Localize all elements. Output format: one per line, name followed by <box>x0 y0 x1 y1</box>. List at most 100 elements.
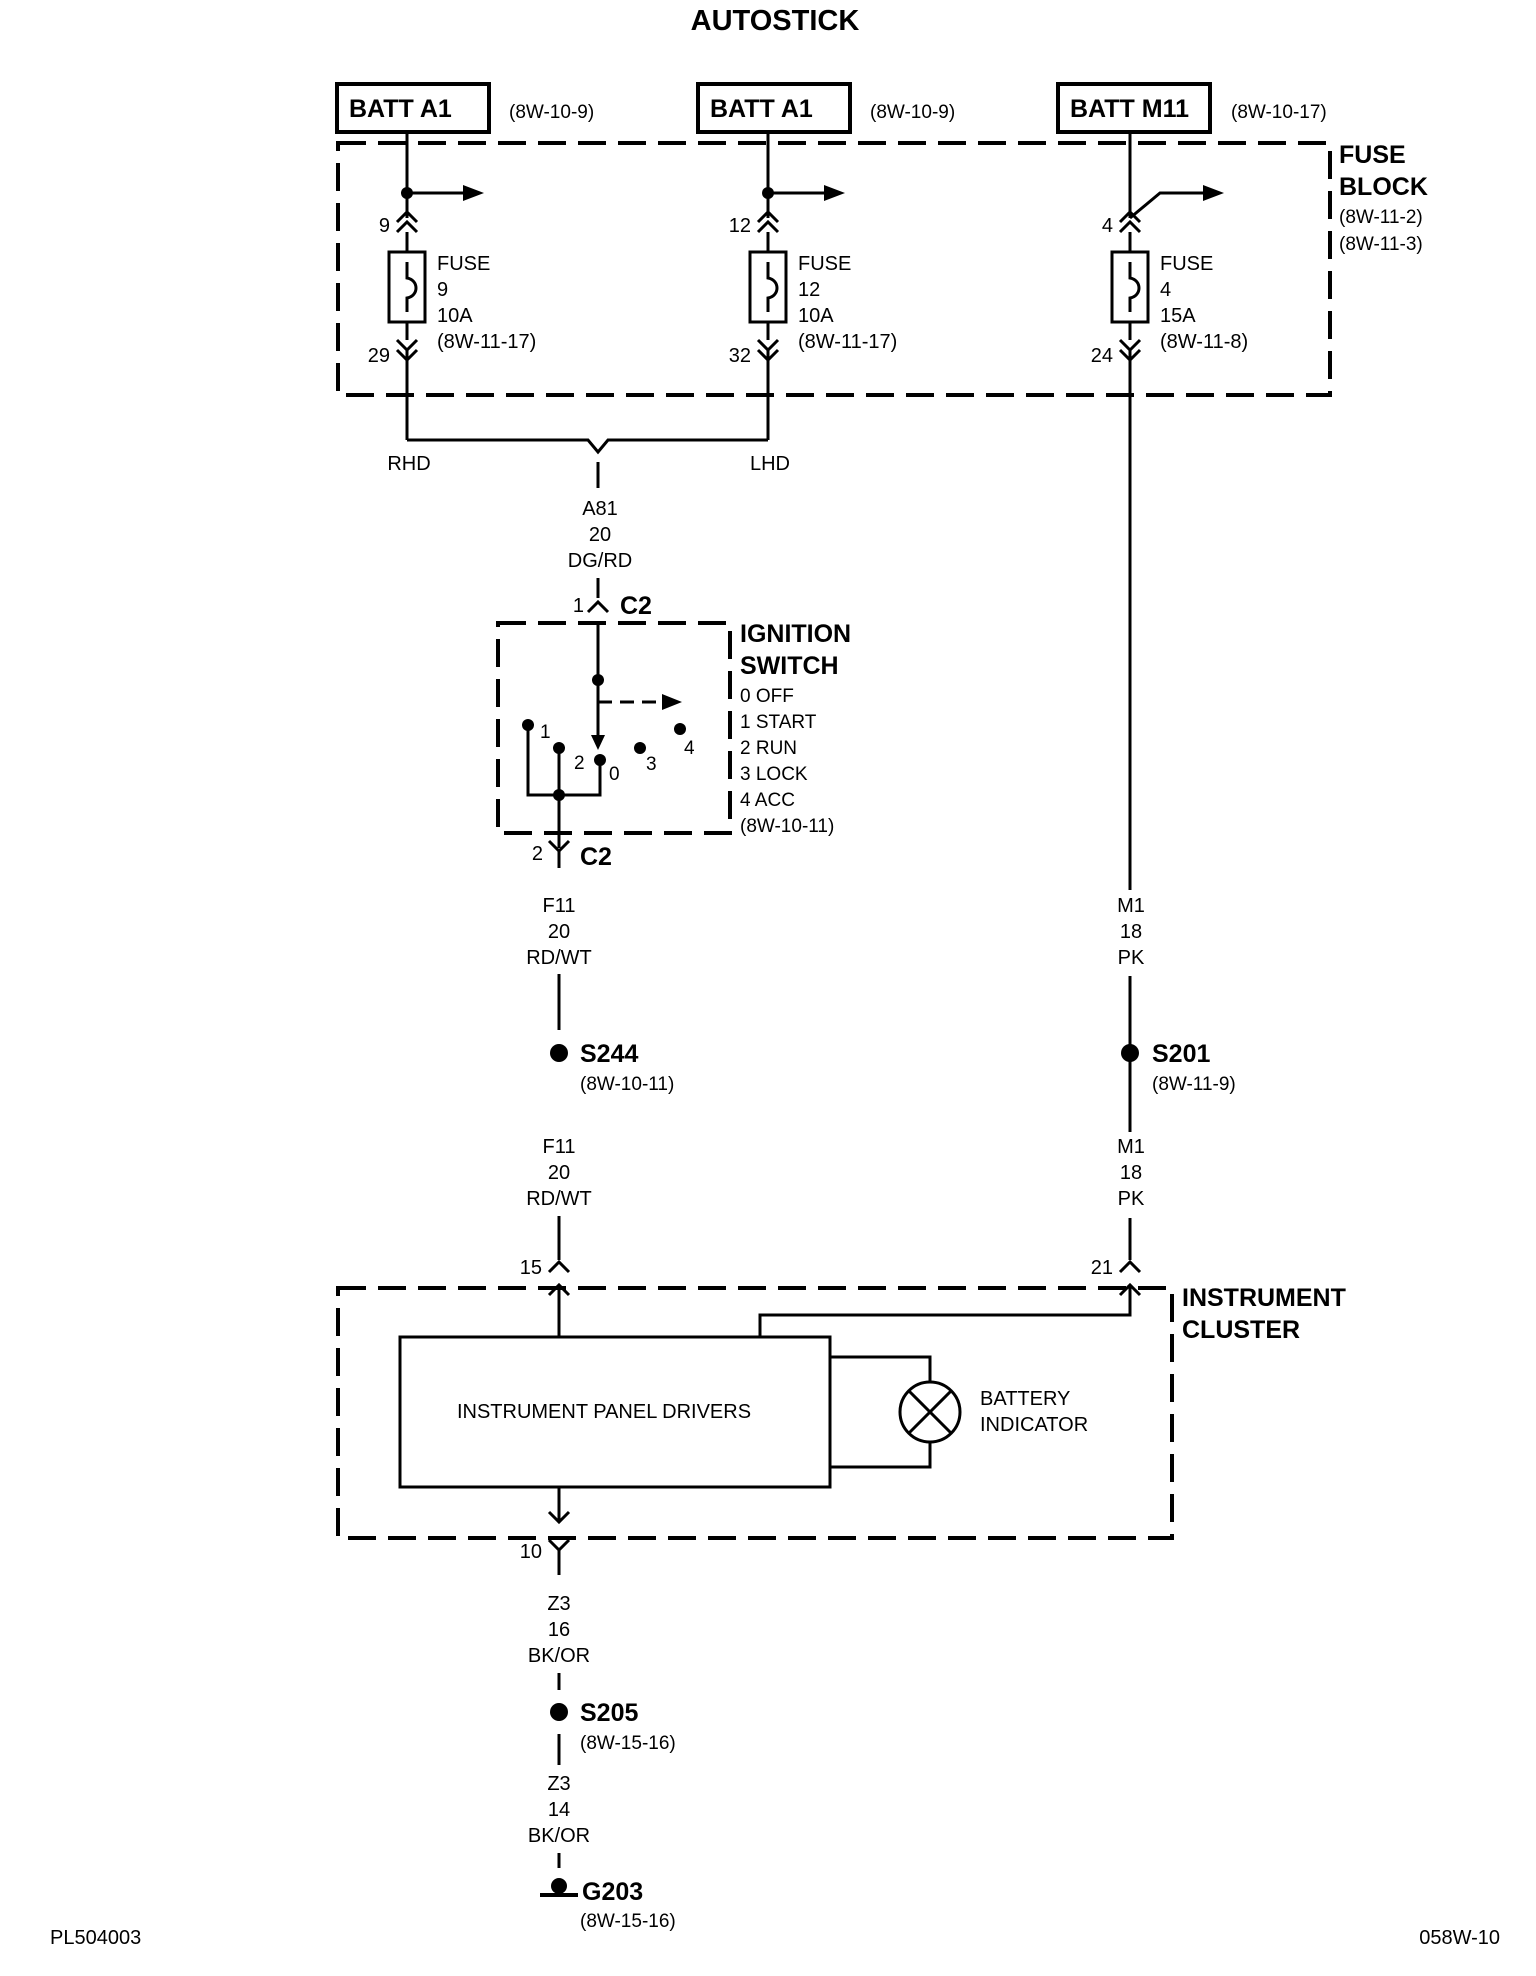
fuse-amps: 10A <box>437 305 473 327</box>
splice-dot <box>550 1703 568 1721</box>
wire-code: M1 <box>1117 895 1145 917</box>
connector-name: C2 <box>580 843 612 871</box>
contact-label: 1 <box>540 722 551 743</box>
fuse-pin-out: 32 <box>729 345 751 367</box>
fuse-ref: (8W-11-17) <box>798 331 897 353</box>
switch-position: 0 OFF <box>740 686 794 707</box>
rhd-lhd-bracket: RHD LHD <box>387 438 790 488</box>
fuse-block-outline <box>336 141 1332 397</box>
source-batt-m11: BATT M11 (8W-10-17) <box>1056 82 1327 134</box>
wire-gauge: 18 <box>1120 1162 1142 1184</box>
fuse-pin-in: 12 <box>729 215 751 237</box>
source-batt-a1-left: BATT A1 (8W-10-9) <box>335 82 594 134</box>
switch-position: 3 LOCK <box>740 764 808 785</box>
source-label: BATT A1 <box>710 95 813 123</box>
wire-color: PK <box>1118 947 1145 969</box>
wire-code: M1 <box>1117 1136 1145 1158</box>
wire-gauge: 20 <box>589 524 611 546</box>
fuse-number: 12 <box>798 279 820 301</box>
fuse-block-title: BLOCK <box>1339 173 1428 201</box>
splice-ref: (8W-15-16) <box>580 1733 676 1754</box>
fuse-label: FUSE <box>437 253 490 275</box>
diagram-title: AUTOSTICK <box>691 5 860 37</box>
wire-m1: M1 18 PK S201 (8W-11-9) M1 18 PK <box>1112 890 1236 1218</box>
splice-dot <box>1121 1044 1139 1062</box>
wire-gauge: 16 <box>548 1619 570 1641</box>
fuse-block-ref: (8W-11-2) <box>1339 207 1423 228</box>
cluster-pin: 15 <box>520 1257 542 1279</box>
instrument-cluster: 15 21 INSTRUMENT CLUSTER INSTRUMENT PANE… <box>336 1257 1346 1575</box>
contact-label: 4 <box>684 738 695 759</box>
footer-left: PL504003 <box>50 1927 141 1949</box>
ignition-switch-ref: (8W-10-11) <box>740 816 834 837</box>
source-ref: (8W-10-17) <box>1231 102 1327 123</box>
switch-position: 2 RUN <box>740 738 797 759</box>
wire-color: BK/OR <box>528 1825 590 1847</box>
fuse-ref: (8W-11-8) <box>1160 331 1248 353</box>
contact-label: 0 <box>609 764 620 785</box>
wire-code: Z3 <box>547 1593 570 1615</box>
wire-a81: A81 20 DG/RD 1 C2 <box>568 498 652 620</box>
drivers-label: INSTRUMENT PANEL DRIVERS <box>457 1401 751 1423</box>
rhd-label: RHD <box>387 453 430 475</box>
battery-indicator-label: INDICATOR <box>980 1414 1088 1436</box>
wire-color: RD/WT <box>526 1188 592 1210</box>
wire-color: DG/RD <box>568 550 632 572</box>
cluster-pin: 10 <box>520 1541 542 1563</box>
wire-f11: F11 20 RD/WT S244 (8W-10-11) F11 20 RD/W… <box>526 895 674 1260</box>
fuse-pin-in: 4 <box>1102 215 1113 237</box>
lhd-label: LHD <box>750 453 790 475</box>
fuse-9: 9 29 FUSE 9 10A (8W-11-17) <box>368 132 536 440</box>
wire-code: F11 <box>543 1136 576 1158</box>
connector-name: C2 <box>620 592 652 620</box>
wire-color: RD/WT <box>526 947 592 969</box>
wire-gauge: 20 <box>548 921 570 943</box>
ground-name: G203 <box>582 1878 643 1906</box>
battery-indicator-lamp-icon <box>898 1380 962 1444</box>
fuse-pin-in: 9 <box>379 215 390 237</box>
fuse-block-ref: (8W-11-3) <box>1339 234 1423 255</box>
wire-gauge: 18 <box>1120 921 1142 943</box>
instrument-panel-drivers <box>398 1335 832 1489</box>
wire-color: BK/OR <box>528 1645 590 1667</box>
source-ref: (8W-10-9) <box>509 102 594 123</box>
source-ref: (8W-10-9) <box>870 102 955 123</box>
fuse-label: FUSE <box>1160 253 1213 275</box>
splice-dot <box>550 1044 568 1062</box>
fuse-4: 4 24 FUSE 4 15A (8W-11-8) <box>1091 132 1248 1260</box>
instrument-cluster-outline <box>336 1286 1174 1540</box>
switch-position: 4 ACC <box>740 790 795 811</box>
source-batt-a1-right: BATT A1 (8W-10-9) <box>696 82 955 134</box>
fuse-label: FUSE <box>798 253 851 275</box>
fuse-ref: (8W-11-17) <box>437 331 536 353</box>
wire-gauge: 20 <box>548 1162 570 1184</box>
ground-g203: G203 (8W-15-16) <box>540 1878 676 1932</box>
source-label: BATT A1 <box>349 95 452 123</box>
splice-name: S205 <box>580 1699 638 1727</box>
wire-code: F11 <box>543 895 576 917</box>
wire-gauge: 14 <box>548 1799 570 1821</box>
ignition-switch-title: IGNITION <box>740 620 851 648</box>
splice-name: S201 <box>1152 1040 1210 1068</box>
instrument-cluster-title: CLUSTER <box>1182 1316 1300 1344</box>
instrument-cluster-title: INSTRUMENT <box>1182 1284 1346 1312</box>
contact-label: 2 <box>574 753 585 774</box>
battery-indicator-label: BATTERY <box>980 1388 1070 1410</box>
connector-pin: 2 <box>532 843 543 865</box>
source-label: BATT M11 <box>1070 95 1189 123</box>
fuse-amps: 10A <box>798 305 834 327</box>
fuse-number: 9 <box>437 279 448 301</box>
connector-pin: 1 <box>573 595 584 617</box>
cluster-pin: 21 <box>1091 1257 1113 1279</box>
footer-right: 058W-10 <box>1419 1927 1500 1949</box>
ground-ref: (8W-15-16) <box>580 1911 676 1932</box>
fuse-amps: 15A <box>1160 305 1196 327</box>
fuse-number: 4 <box>1160 279 1171 301</box>
fuse-12: 12 32 FUSE 12 10A (8W-11-17) <box>729 132 897 440</box>
ignition-switch-title: SWITCH <box>740 652 839 680</box>
contact-label: 3 <box>646 754 657 775</box>
wire-code: A81 <box>582 498 618 520</box>
fuse-pin-out: 29 <box>368 345 390 367</box>
switch-position: 1 START <box>740 712 817 733</box>
